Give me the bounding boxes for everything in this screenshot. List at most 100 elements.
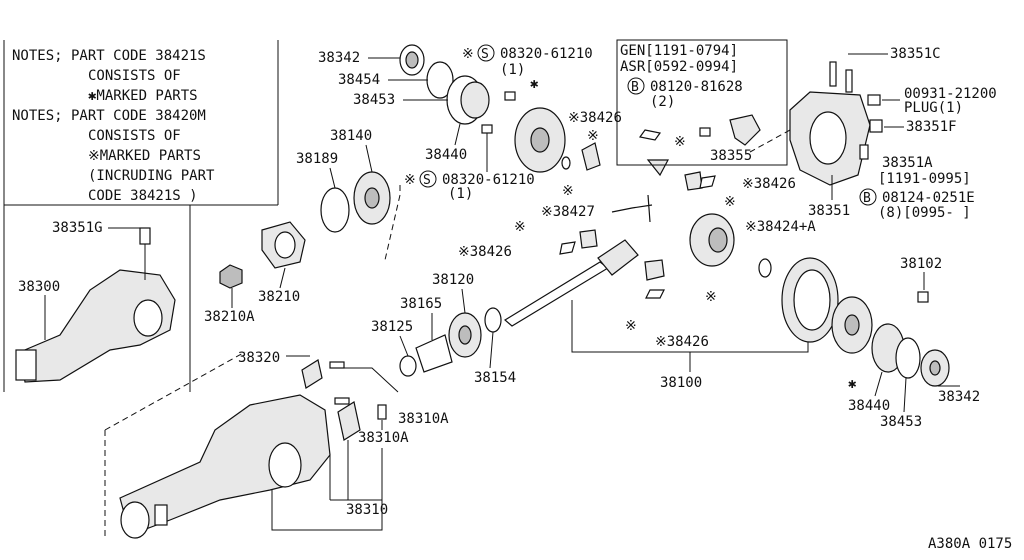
- leader-38120: [461, 288, 466, 314]
- notes-line-6: ※MARKED PARTS: [88, 148, 201, 164]
- rear-cover-dash: [749, 129, 791, 153]
- label-08124-qty: (8)[0995- ]: [878, 205, 971, 221]
- label-38310a-a: 38310A: [398, 411, 449, 427]
- rear-cover-38351: 38351C 00931-21200 PLUG(1) 38351F 38351A…: [749, 46, 997, 221]
- ring-gear-inner: [793, 269, 831, 331]
- collapsible-spacer-38165: [415, 334, 453, 373]
- ref-mark-case: ※: [562, 183, 574, 199]
- leader-38310-bracket: [271, 448, 383, 531]
- diff-assembly-flange: [133, 299, 163, 337]
- rear-cover-center: [809, 111, 847, 165]
- bolt-38310a-b: [334, 397, 350, 405]
- b-marker-inset: [627, 77, 645, 95]
- inset-line-3: 08120-81628: [650, 79, 743, 95]
- b-marker-cover-text: B: [863, 191, 871, 206]
- bolt-38310a-c: [377, 404, 387, 420]
- label-38351a: 38351A: [882, 155, 933, 171]
- sensor-38355: [729, 114, 761, 146]
- housing-bore: [268, 442, 302, 488]
- stud-38351c-a: [829, 61, 837, 87]
- s-marker-mid: [419, 170, 437, 188]
- nut-38210a: [219, 264, 243, 289]
- leader-38210: [279, 267, 286, 289]
- housing-mount: [154, 504, 168, 526]
- side-gear-b: [579, 229, 598, 249]
- label-38453-bot: 38453: [880, 414, 922, 430]
- inset-sensor-box: GEN[1191-0794] ASR[0592-0994] B 08120-81…: [616, 39, 788, 166]
- notes-line-3: ✱MARKED PARTS: [88, 88, 198, 104]
- notes-line-5: CONSISTS OF: [88, 128, 181, 144]
- pinion-gear-head: [597, 239, 639, 276]
- seal-38189: [320, 187, 350, 233]
- pinion-bearing-parts: 38189 38140 38210 38210A: [204, 128, 401, 325]
- b-marker-inset-text: B: [631, 80, 639, 95]
- bolt-08320-mid: [481, 124, 493, 134]
- washer-38125: [399, 355, 417, 377]
- label-38125: 38125: [371, 319, 413, 335]
- s-marker-top: [477, 44, 495, 62]
- drive-pinion: 38120 38165 38125 38154 38100: [371, 239, 809, 391]
- pinion-mate-c: [644, 259, 665, 281]
- label-38342-bot: 38342: [938, 389, 980, 405]
- label-38424a: ※38424+A: [745, 219, 816, 235]
- label-38210: 38210: [258, 289, 300, 305]
- label-38355: 38355: [710, 148, 752, 164]
- bearing-cap-lower: [337, 401, 361, 441]
- label-38440-top: 38440: [425, 147, 467, 163]
- breather-38351g: [139, 227, 151, 245]
- bolt-38351a: [859, 144, 869, 160]
- notes-line-8: CODE 38421S ): [88, 188, 198, 204]
- notes-line-4: NOTES; PART CODE 38420M: [12, 108, 206, 124]
- diff-assembly-end: [15, 349, 37, 381]
- label-38100: 38100: [660, 375, 702, 391]
- bolt-38310a-a: [329, 361, 345, 369]
- label-08124: 08124-0251E: [882, 190, 975, 206]
- inset-border: [616, 39, 788, 166]
- label-08320-mid-mark: ※: [404, 172, 416, 188]
- notes-line-1: NOTES; PART CODE 38421S: [12, 48, 206, 64]
- housing-dash-top: [104, 351, 246, 431]
- notes-line-7: (INCRUDING PART: [88, 168, 215, 184]
- label-38210a: 38210A: [204, 309, 255, 325]
- housing-38310: 38320 38310A 38310A 38310: [104, 350, 449, 540]
- shim-38424a: [758, 258, 772, 278]
- label-08320-mid-code: 08320-61210: [442, 172, 535, 188]
- diff-case-bore: [530, 127, 550, 153]
- bolt-08120: [699, 127, 711, 137]
- bearing-cap-38320: [301, 359, 323, 389]
- label-38351a-range: [1191-0995]: [878, 171, 971, 187]
- leader-38125: [399, 335, 409, 357]
- stud-38351c-b: [845, 69, 853, 93]
- bearing-38440-top: [460, 81, 490, 119]
- label-38440-bot: 38440: [848, 398, 890, 414]
- label-38189: 38189: [296, 151, 338, 167]
- diff-case-flange-core: [844, 314, 860, 336]
- asterisk-mark-top: ✱: [530, 76, 539, 92]
- ref-mark-gear-e: ※: [625, 318, 637, 334]
- washer-38426-a: [638, 129, 662, 141]
- bearing-38140-core: [364, 187, 380, 209]
- leader-38440-top: [454, 123, 461, 146]
- label-08320-top-mark: ※: [462, 46, 474, 62]
- side-gear-a: [581, 142, 601, 171]
- diff-case: ※: [514, 107, 574, 199]
- side-bearing-38424: ※38424+A ※: [689, 213, 816, 305]
- label-38120: 38120: [432, 272, 474, 288]
- inset-line-4: (2): [650, 94, 675, 110]
- ref-mark-gear-c: ※: [724, 194, 736, 210]
- label-38320: 38320: [238, 350, 280, 366]
- ref-mark-gear-a: ※: [587, 128, 599, 144]
- label-38426-c: ※38426: [458, 244, 512, 260]
- ref-mark-gear-b: ※: [674, 134, 686, 150]
- diff-case-washer: [561, 156, 571, 170]
- bearing-38342-top-core: [405, 51, 419, 69]
- label-38351c: 38351C: [890, 46, 941, 62]
- label-38342-top: 38342: [318, 50, 360, 66]
- inset-line-2: ASR[0592-0994]: [620, 59, 738, 75]
- cross-shaft-38427: [611, 194, 653, 223]
- leader-38154: [489, 331, 494, 369]
- asterisk-mark-bot: ✱: [848, 376, 857, 392]
- label-38426-b: ※38426: [742, 176, 796, 192]
- pinion-shaft-38100: [503, 261, 610, 327]
- bearing-38120-core: [458, 325, 472, 345]
